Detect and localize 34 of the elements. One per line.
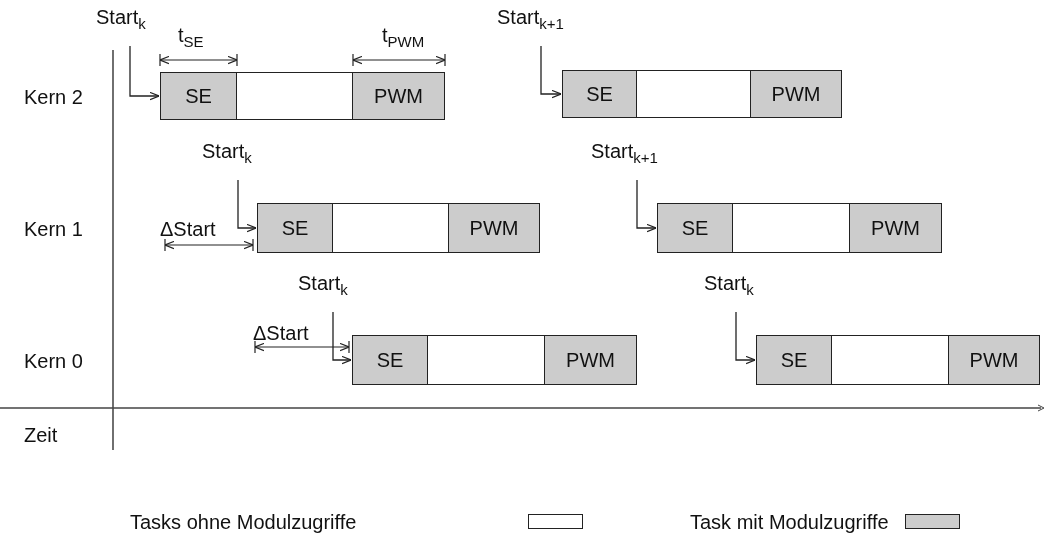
start-label: Start$_{k}$	[96, 6, 146, 29]
axis-label: Zeit	[24, 424, 58, 447]
dimension-label: t$_{SE}$	[178, 24, 204, 47]
start-label: Start$_{k+1}$	[497, 6, 564, 29]
arrow	[237, 179, 257, 233]
start-label: Start$_{k+1}$	[591, 140, 658, 163]
arrow	[735, 311, 756, 365]
dimension-label: t$_{PWM}$	[382, 24, 425, 47]
legend-text: Tasks ohne Modulzugriffe	[130, 511, 357, 534]
task-segment: SE	[657, 203, 733, 253]
row-label: Kern 2	[24, 86, 83, 109]
arrow	[540, 45, 562, 99]
dimension-label: ΔStart	[253, 322, 309, 345]
arrow	[332, 311, 352, 365]
task-segment: PWM	[850, 203, 942, 253]
row-label: Kern 1	[24, 218, 83, 241]
task-segment: PWM	[751, 70, 842, 118]
task-segment: PWM	[353, 72, 445, 120]
row-label: Kern 0	[24, 350, 83, 373]
dimension-label: ΔStart	[160, 218, 216, 241]
task-segment: SE	[562, 70, 637, 118]
arrow	[129, 45, 160, 101]
legend-text: Task mit Modulzugriffe	[690, 511, 889, 534]
start-label: Start$_{k}$	[704, 272, 754, 295]
task-segment: PWM	[449, 203, 540, 253]
arrow	[636, 179, 657, 233]
task-segment: PWM	[545, 335, 637, 385]
task-segment: SE	[352, 335, 428, 385]
task-segment: SE	[160, 72, 237, 120]
start-label: Start$_{k}$	[298, 272, 348, 295]
task-segment: SE	[756, 335, 832, 385]
task-segment: SE	[257, 203, 333, 253]
start-label: Start$_{k}$	[202, 140, 252, 163]
task-segment: PWM	[949, 335, 1040, 385]
